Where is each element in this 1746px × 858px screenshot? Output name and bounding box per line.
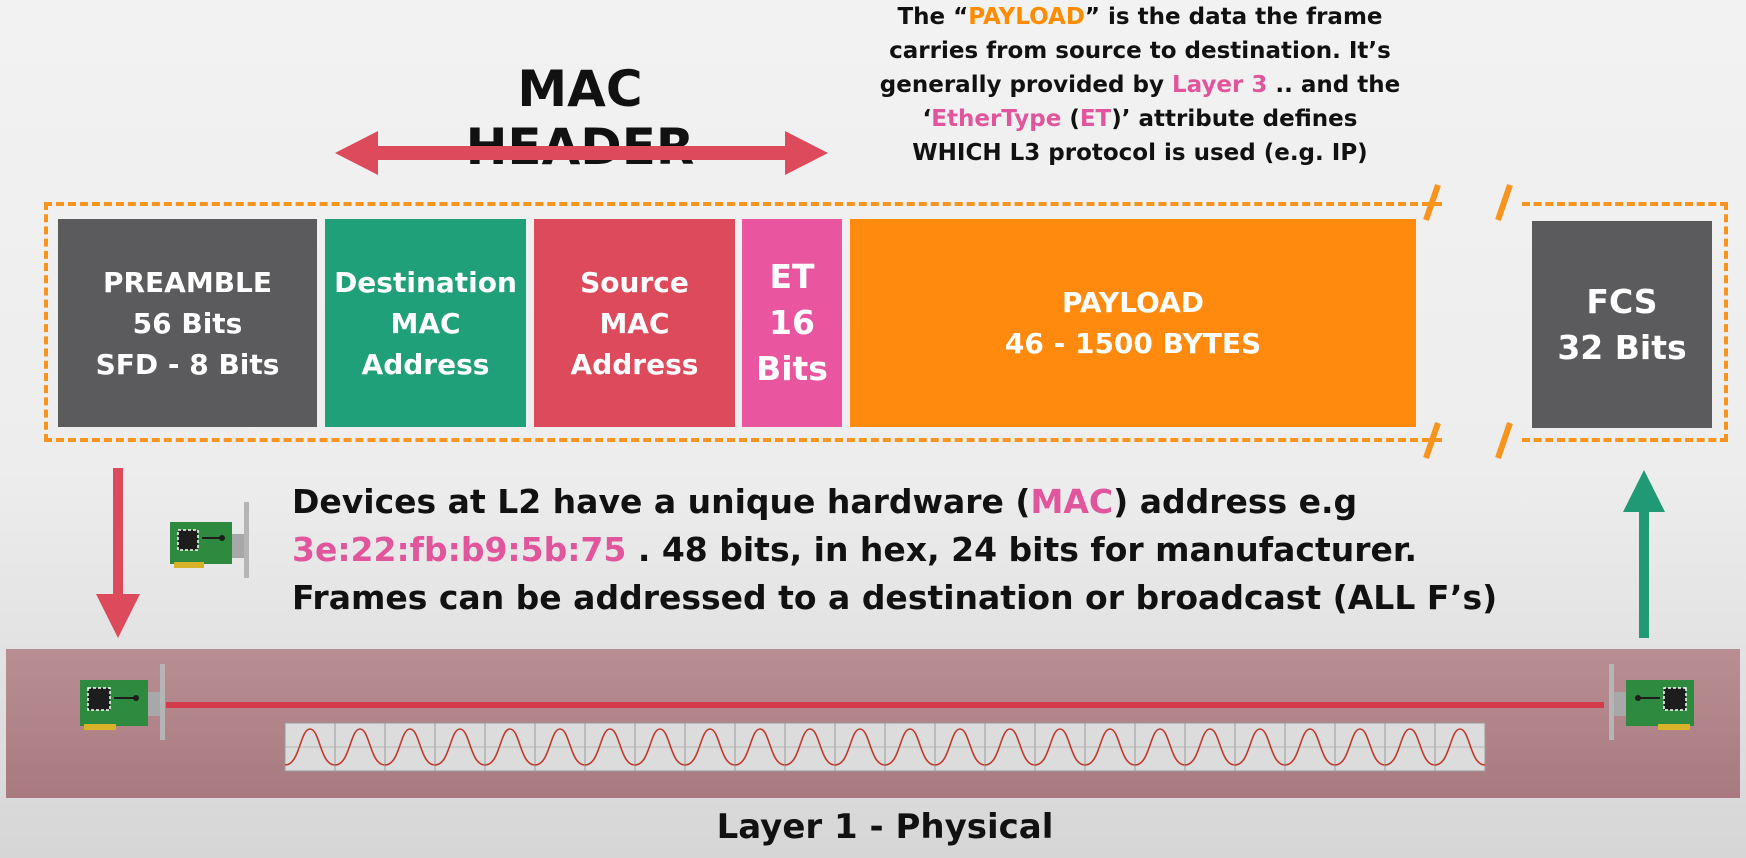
- nic-card-icon-left: [80, 664, 165, 740]
- devices-line-1: Devices at L2 have a unique hardware (MA…: [292, 482, 1358, 521]
- payload-size: 46 - 1500 BYTES: [1004, 327, 1262, 360]
- nic-card-icon-right: [1609, 664, 1694, 740]
- fcs-label: FCS: [1586, 281, 1658, 321]
- devices-line-3: Frames can be addressed to a destination…: [292, 578, 1498, 617]
- wave-cycle: [584, 728, 636, 766]
- fcs-field: FCS 32 Bits: [1532, 221, 1712, 428]
- ethertype-field: ET 16 Bits: [742, 219, 842, 427]
- wave-cycle: [734, 728, 786, 766]
- wave-cycle: [334, 728, 386, 766]
- nic-card-icon: [170, 502, 249, 578]
- wave-cycle: [1134, 728, 1186, 766]
- wave-cycle: [884, 728, 936, 766]
- et-size-number: 16: [769, 303, 815, 342]
- up-arrow-icon: [1623, 470, 1665, 638]
- devices-explanation: Devices at L2 have a unique hardware (MA…: [292, 478, 1497, 622]
- source-label-1: Source: [580, 265, 689, 299]
- wave-cycle: [534, 728, 586, 766]
- payload-note: The “PAYLOAD” is the data the frame carr…: [860, 0, 1420, 170]
- wave-cycle: [1034, 728, 1086, 766]
- signal-wave-icon: [284, 722, 1486, 772]
- wave-cycle: [284, 728, 336, 766]
- payload-note-line-4: ‘EtherType (ET)’ attribute defines: [922, 106, 1358, 132]
- wave-cycle: [834, 728, 886, 766]
- wave-cycle: [784, 728, 836, 766]
- payload-note-line-5: WHICH L3 protocol is used (e.g. IP): [912, 140, 1368, 166]
- payload-field: PAYLOAD 46 - 1500 BYTES: [850, 219, 1416, 427]
- physical-cable: [166, 702, 1604, 708]
- destination-label-1: Destination: [334, 265, 517, 299]
- wave-cycle: [384, 728, 436, 766]
- et-label: ET: [769, 257, 815, 296]
- payload-label: PAYLOAD: [1061, 286, 1205, 319]
- wave-cycle: [1084, 728, 1136, 766]
- preamble-size: 56 Bits: [132, 306, 243, 340]
- payload-note-line-3: generally provided by Layer 3 .. and the: [879, 72, 1401, 98]
- frame-border-fcs: [1522, 202, 1728, 442]
- payload-note-line-2: carries from source to destination. It’s: [889, 38, 1391, 64]
- layer1-label: Layer 1 - Physical: [716, 807, 1054, 847]
- source-label-3: Address: [570, 347, 699, 381]
- frame-border-main: [44, 202, 1442, 442]
- source-mac-field: Source MAC Address: [534, 219, 735, 427]
- wave-cycle: [684, 728, 736, 766]
- fcs-size: 32 Bits: [1557, 327, 1687, 367]
- wave-cycle: [1234, 728, 1286, 766]
- down-arrow-icon: [96, 468, 140, 638]
- wave-cycle: [984, 728, 1036, 766]
- destination-label-2: MAC: [390, 306, 461, 340]
- wave-cycle: [1184, 728, 1236, 766]
- wave-cycle: [1434, 728, 1486, 766]
- wave-cycle: [484, 728, 536, 766]
- source-label-2: MAC: [599, 306, 670, 340]
- destination-mac-field: Destination MAC Address: [325, 219, 526, 427]
- et-size-unit: Bits: [756, 349, 828, 388]
- wave-cycle: [934, 728, 986, 766]
- destination-label-3: Address: [361, 347, 490, 381]
- wave-cycle: [634, 728, 686, 766]
- preamble-field: PREAMBLE 56 Bits SFD - 8 Bits: [58, 219, 317, 427]
- devices-line-2: 3e:22:fb:b9:5b:75 . 48 bits, in hex, 24 …: [292, 530, 1418, 569]
- payload-note-line-1: The “PAYLOAD” is the data the frame: [897, 4, 1383, 30]
- wave-cycle: [1384, 728, 1436, 766]
- sfd-size: SFD - 8 Bits: [95, 347, 280, 381]
- double-arrow-icon: [335, 131, 828, 175]
- wave-cycle: [434, 728, 486, 766]
- wave-cycle: [1284, 728, 1336, 766]
- preamble-label: PREAMBLE: [102, 265, 273, 299]
- wave-cycle: [1334, 728, 1386, 766]
- frame-break-marks: [1423, 184, 1513, 459]
